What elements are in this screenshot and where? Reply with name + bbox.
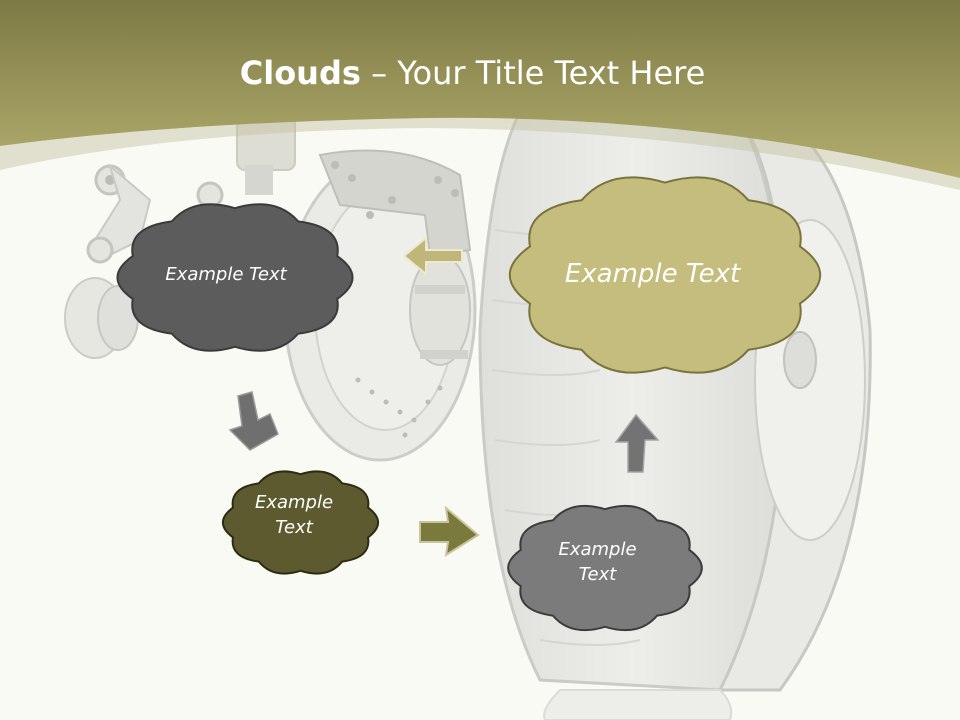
- cloud-2-shape: [508, 176, 822, 374]
- arrow-left-icon: [402, 235, 463, 277]
- arrow-down-right-icon: [228, 391, 279, 451]
- arrow-right-icon: [419, 505, 480, 558]
- header-swoosh: [0, 117, 960, 190]
- header-band: [0, 0, 960, 178]
- title-rest: Your Title Text Here: [397, 54, 706, 92]
- arrow-up-icon: [614, 413, 660, 473]
- cloud-3-text: Example Text: [254, 492, 334, 539]
- title-dash: –: [360, 54, 398, 92]
- cloud-1-text: Example Text: [165, 264, 287, 285]
- title-bold: Clouds: [239, 54, 361, 92]
- cloud-1-shape: [116, 203, 354, 352]
- page-title: Clouds – Your Title Text Here: [0, 54, 945, 92]
- cloud-3-shape: [221, 470, 380, 575]
- cloud-4-text: Example Text: [558, 539, 637, 586]
- cloud-2-text: Example Text: [564, 259, 741, 289]
- cloud-4-shape: [507, 504, 703, 632]
